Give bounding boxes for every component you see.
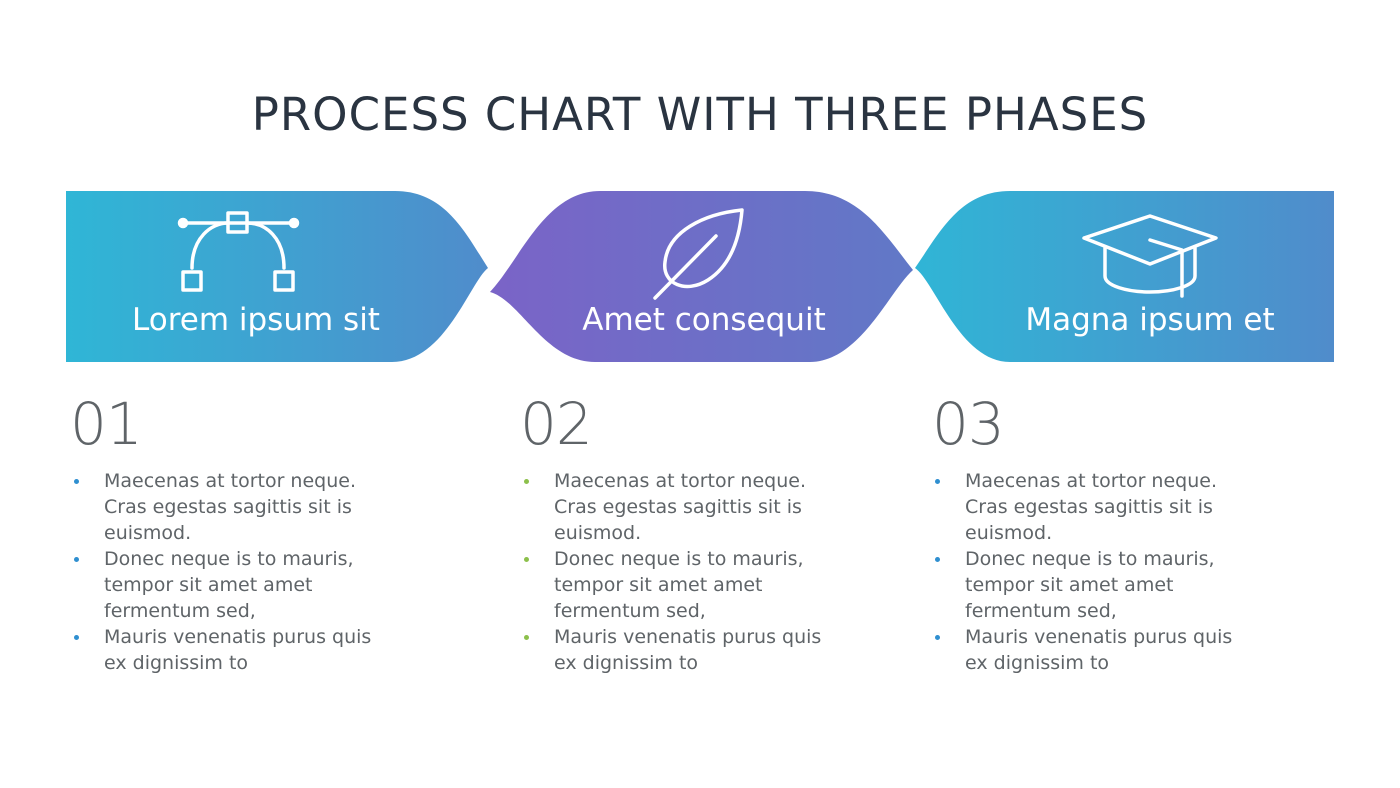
bullet-text: Donec neque is to mauris, tempor sit ame… [104, 548, 354, 622]
bullet-text: Donec neque is to mauris, tempor sit ame… [554, 548, 804, 622]
phase-1-label: Lorem ipsum sit [132, 302, 380, 338]
bullet-item: Mauris venenatis purus quis ex dignissim… [70, 624, 390, 676]
bullet-text: Maecenas at tortor neque. Cras egestas s… [554, 470, 806, 544]
phase-2-number: 02 [520, 390, 593, 458]
bullet-text: Mauris venenatis purus quis ex dignissim… [554, 626, 822, 674]
bullet-item: Mauris venenatis purus quis ex dignissim… [931, 624, 1251, 676]
bullet-text: Maecenas at tortor neque. Cras egestas s… [104, 470, 356, 544]
phase-3-bullets: Maecenas at tortor neque. Cras egestas s… [931, 468, 1251, 676]
bullet-dot [74, 479, 79, 484]
bullet-item: Donec neque is to mauris, tempor sit ame… [70, 546, 390, 624]
ribbon-segment-3 [915, 191, 1334, 362]
bullet-item: Maecenas at tortor neque. Cras egestas s… [931, 468, 1251, 546]
phase-3-label: Magna ipsum et [1025, 302, 1275, 338]
phase-1-number: 01 [70, 390, 143, 458]
phase-2-label: Amet consequit [582, 302, 826, 338]
bullet-text: Mauris venenatis purus quis ex dignissim… [104, 626, 372, 674]
bezier-pen-tool-icon [177, 211, 300, 292]
page-title: PROCESS CHART WITH THREE PHASES [251, 88, 1149, 141]
bullet-item: Donec neque is to mauris, tempor sit ame… [520, 546, 840, 624]
bullet-item: Maecenas at tortor neque. Cras egestas s… [70, 468, 390, 546]
phase-3-number: 03 [932, 390, 1005, 458]
bullet-dot [524, 635, 529, 640]
bullet-text: Maecenas at tortor neque. Cras egestas s… [965, 470, 1217, 544]
phase-1-bullets: Maecenas at tortor neque. Cras egestas s… [70, 468, 390, 676]
bullet-dot [935, 557, 940, 562]
graduation-cap-icon [1082, 214, 1218, 298]
ribbon-segment-1 [66, 191, 488, 362]
ribbon-segment-2 [490, 191, 913, 362]
bullet-item: Donec neque is to mauris, tempor sit ame… [931, 546, 1251, 624]
bullet-dot [74, 557, 79, 562]
bullet-dot [524, 557, 529, 562]
bullet-dot [74, 635, 79, 640]
leaf-icon [653, 208, 744, 300]
bullet-item: Mauris venenatis purus quis ex dignissim… [520, 624, 840, 676]
phase-2-bullets: Maecenas at tortor neque. Cras egestas s… [520, 468, 840, 676]
bullet-dot [935, 635, 940, 640]
bullet-text: Donec neque is to mauris, tempor sit ame… [965, 548, 1215, 622]
bullet-text: Mauris venenatis purus quis ex dignissim… [965, 626, 1233, 674]
bullet-item: Maecenas at tortor neque. Cras egestas s… [520, 468, 840, 546]
bullet-dot [524, 479, 529, 484]
bullet-dot [935, 479, 940, 484]
